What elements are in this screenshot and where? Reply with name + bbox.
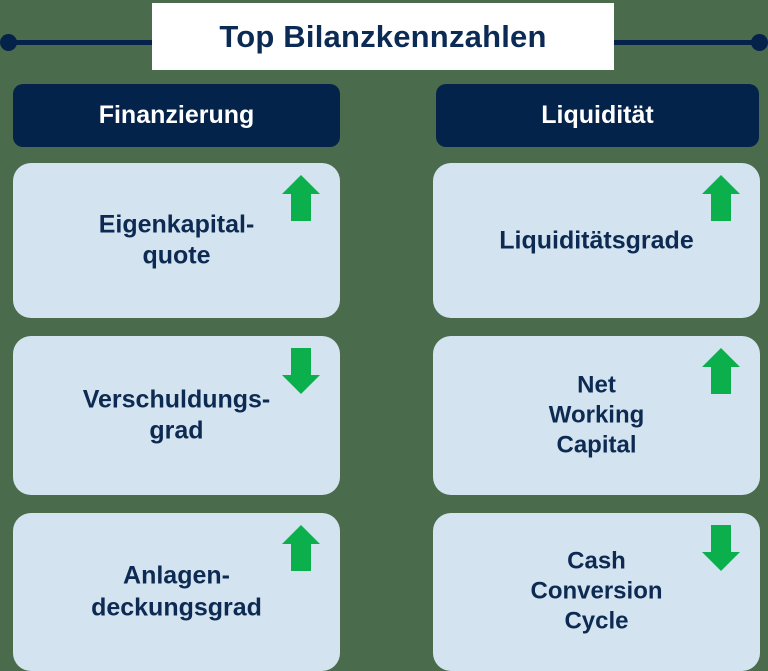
bullet-dot-icon-right (751, 34, 768, 51)
card-label: Cash Conversion Cycle (530, 547, 663, 636)
card-label: Eigenkapital- quote (98, 210, 255, 270)
card-verschuldungsgrad[interactable]: Verschuldungs- grad (13, 336, 340, 495)
page-title: Top Bilanzkennzahlen (219, 19, 547, 54)
column-header-label: Liquidität (541, 101, 654, 129)
arrow-up-icon (282, 525, 320, 571)
card-label: Verschuldungs- grad (82, 385, 271, 445)
arrow-down-icon (702, 525, 740, 571)
title-box: Top Bilanzkennzahlen (152, 3, 614, 70)
arrow-up-icon (702, 175, 740, 221)
column-header-label: Finanzierung (98, 101, 255, 129)
card-label: Net Working Capital (548, 371, 645, 459)
card-label: Liquiditätsgrade (499, 225, 694, 254)
title-banner: Top Bilanzkennzahlen (0, 0, 768, 76)
card-eigenkapitalquote[interactable]: Eigenkapital- quote (13, 163, 340, 318)
column-header-liquiditaet: Liquidität (436, 84, 759, 147)
column-liquiditaet: Liquidität Liquiditätsgrade Net Working … (433, 84, 762, 671)
columns-container: Finanzierung Eigenkapital- quote Verschu… (0, 84, 768, 671)
arrow-down-icon (282, 348, 320, 394)
column-header-finanzierung: Finanzierung (13, 84, 340, 147)
card-liquiditaetsgrade[interactable]: Liquiditätsgrade (433, 163, 760, 318)
card-net-working-capital[interactable]: Net Working Capital (433, 336, 760, 495)
arrow-up-icon (282, 175, 320, 221)
bullet-dot-icon-left (0, 34, 17, 51)
card-label: Anlagen- deckungsgrad (91, 561, 262, 622)
column-finanzierung: Finanzierung Eigenkapital- quote Verschu… (13, 84, 340, 671)
card-anlagendeckungsgrad[interactable]: Anlagen- deckungsgrad (13, 513, 340, 671)
arrow-up-icon (702, 348, 740, 394)
card-cash-conversion-cycle[interactable]: Cash Conversion Cycle (433, 513, 760, 671)
